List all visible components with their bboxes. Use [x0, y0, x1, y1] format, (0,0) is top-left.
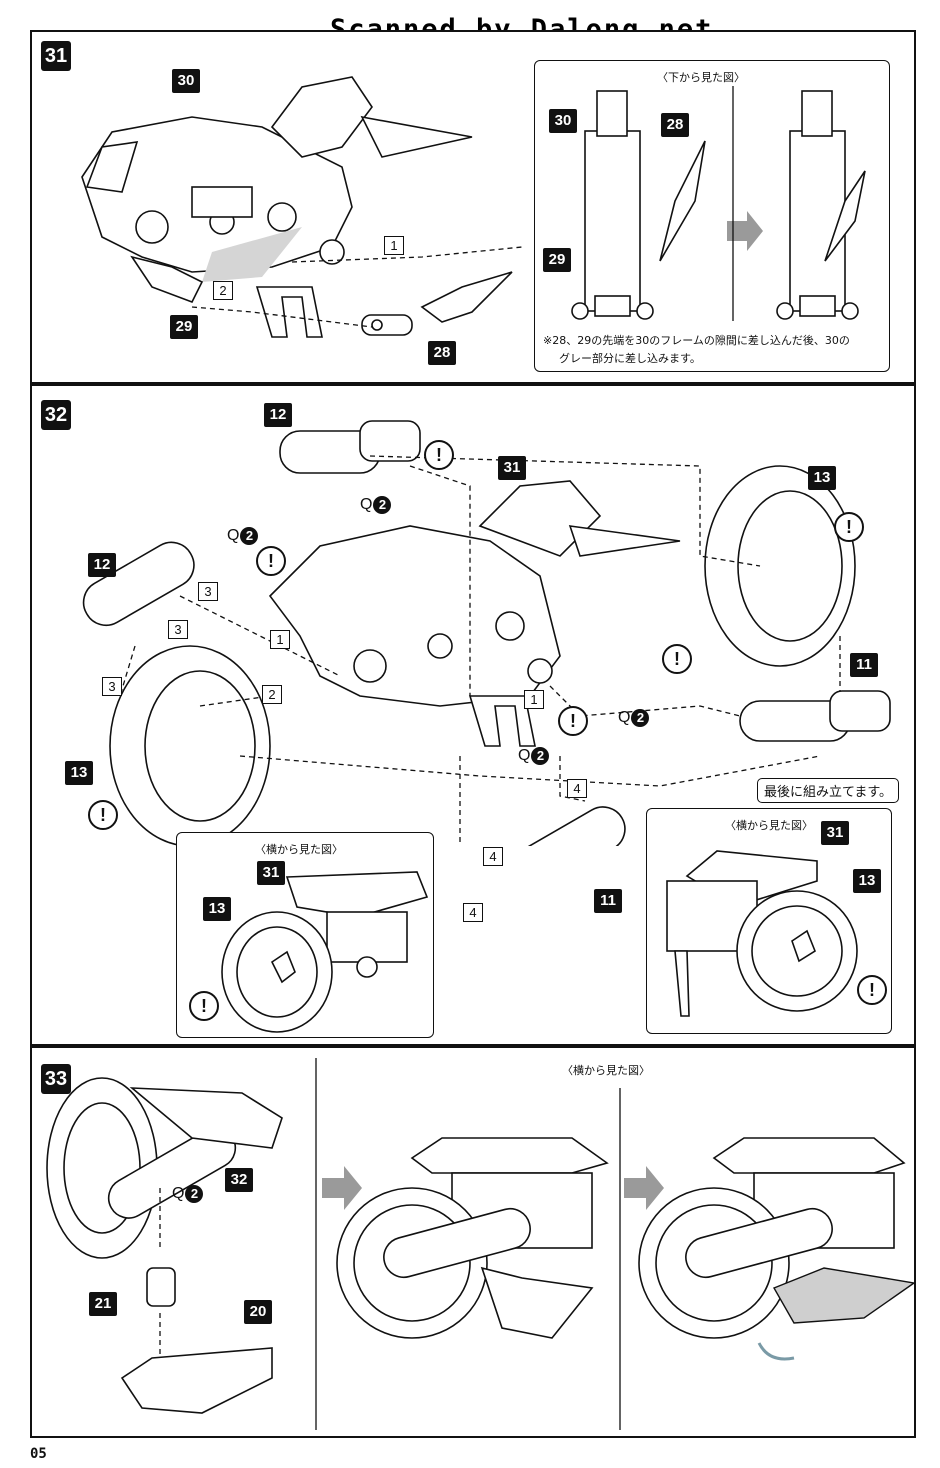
warning-icon-right-part: ! [662, 644, 692, 674]
side-view-caption-step33: 〈横から見た図〉 [562, 1064, 650, 1077]
part-label-30: 30 [172, 69, 200, 93]
step-32-main-illustration [82, 420, 891, 846]
step-31-main-illustration [81, 76, 523, 338]
step-31-panel: 31 30 29 28 1 2 〈下から見た図〉 [30, 30, 916, 384]
part-label-21: 21 [89, 1292, 117, 1316]
order-mark-4-a: 4 [567, 779, 587, 798]
part-label-13-left: 13 [65, 761, 93, 785]
part-label-28: 28 [428, 341, 456, 365]
side-view-before-illustration [322, 1137, 609, 1339]
side-view-left-illustration [221, 871, 429, 1033]
inset-part-label-28: 28 [661, 113, 689, 137]
order-mark-1: 1 [384, 236, 404, 255]
inset-note-line-2: グレー部分に差し込みます。 [559, 352, 701, 365]
bottom-view-inset: 〈下から見た図〉 30 28 29 ※28、29の先端を30のフレームの隙間に差… [534, 60, 890, 372]
side-right-warning-icon: ! [857, 975, 887, 1005]
bottom-view-caption: 〈下から見た図〉 [657, 71, 745, 84]
side-right-part-label-31: 31 [821, 821, 849, 845]
side-view-right-illustration [666, 850, 858, 1017]
side-view-inset-right: 〈横から見た図〉 31 13 ! [646, 808, 892, 1034]
assemble-last-note: 最後に組み立てます。 [757, 778, 900, 803]
step-32-number: 32 [41, 400, 71, 430]
side-left-part-label-13: 13 [203, 897, 231, 921]
step-31-number: 31 [41, 41, 71, 71]
part-label-13-right: 13 [808, 466, 836, 490]
step-33-number: 33 [41, 1064, 71, 1094]
side-view-caption-right: 〈横から見た図〉 [725, 819, 813, 832]
warning-icon-top: ! [424, 440, 454, 470]
side-view-after-illustration [624, 1137, 916, 1361]
order-mark-4-b: 4 [483, 847, 503, 866]
part-label-11-right: 11 [850, 653, 878, 677]
order-mark-3-b: 3 [168, 620, 188, 639]
order-mark-3-a: 3 [198, 582, 218, 601]
inset-part-label-29: 29 [543, 248, 571, 272]
side-view-inset-left: 〈横から見た図〉 31 13 ! [176, 832, 434, 1038]
part-label-11-lower: 11 [594, 889, 622, 913]
side-right-part-label-13: 13 [853, 869, 881, 893]
order-mark-3-c: 3 [102, 677, 122, 696]
inset-note-line-1: ※28、29の先端を30のフレームの隙間に差し込んだ後、30の [543, 334, 850, 347]
inset-part-label-30: 30 [549, 109, 577, 133]
warning-icon-wheel-right: ! [834, 512, 864, 542]
part-label-32: 32 [225, 1168, 253, 1192]
warning-icon-left: ! [256, 546, 286, 576]
part-label-29: 29 [170, 315, 198, 339]
part-label-12-left: 12 [88, 553, 116, 577]
side-left-part-label-31: 31 [257, 861, 285, 885]
bottom-view-illustration [571, 86, 866, 321]
order-mark-2: 2 [262, 685, 282, 704]
part-label-31: 31 [498, 456, 526, 480]
warning-icon-lower: ! [558, 706, 588, 736]
order-mark-4-c: 4 [463, 903, 483, 922]
page-number: 05 [30, 1446, 47, 1462]
order-mark-2: 2 [213, 281, 233, 300]
side-left-warning-icon: ! [189, 991, 219, 1021]
part-label-20: 20 [244, 1300, 272, 1324]
step-33-left-illustration [46, 1077, 283, 1414]
order-mark-1-a: 1 [270, 630, 290, 649]
step-32-panel: 32 12 [30, 384, 916, 1046]
warning-icon-wheel-left: ! [88, 800, 118, 830]
order-mark-1-b: 1 [524, 690, 544, 709]
step-33-dividers [315, 1058, 621, 1430]
side-view-caption-left: 〈横から見た図〉 [255, 843, 343, 856]
part-label-12-top: 12 [264, 403, 292, 427]
